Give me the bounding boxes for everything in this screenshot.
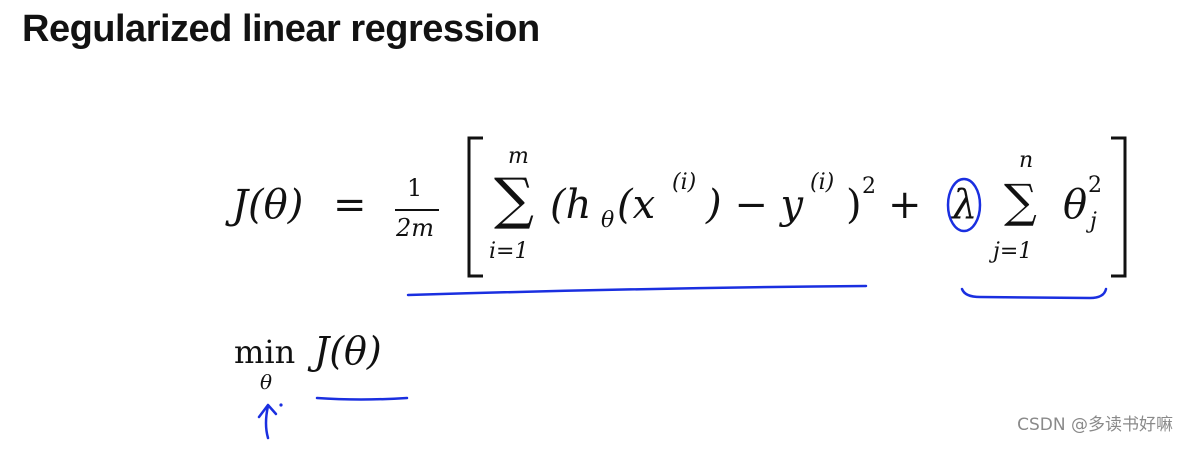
minus-y: ) − y	[706, 182, 804, 228]
left-square-bracket	[467, 136, 483, 278]
squared-exponent: 2	[862, 174, 876, 199]
theta-subscript-j: j	[1090, 209, 1097, 234]
x-open: (x	[617, 182, 656, 228]
lambda-symbol: λ	[952, 182, 978, 228]
hypothesis-subscript-theta: θ	[601, 208, 615, 233]
underline-regularization-term	[960, 287, 1108, 300]
arrow-up-icon	[257, 403, 278, 419]
sum2-lower-limit: j=1	[993, 239, 1033, 264]
sum1-symbol: ∑	[494, 167, 534, 232]
sum1-lower-limit: i=1	[489, 239, 529, 264]
fraction-denominator: 2m	[396, 214, 435, 242]
lhs-j-theta: J(θ)	[232, 182, 304, 228]
ink-dot	[279, 403, 283, 407]
right-square-bracket	[1111, 136, 1127, 278]
sum1-upper-limit: m	[508, 144, 529, 169]
sum2-upper-limit: n	[1019, 148, 1034, 173]
underline-error-term	[406, 284, 868, 297]
fraction-numerator: 1	[407, 174, 423, 202]
equals-sign: =	[333, 182, 367, 228]
squared-close: )	[846, 182, 862, 228]
sum2-symbol: ∑	[1004, 174, 1037, 228]
x-superscript-i: (i)	[672, 170, 697, 195]
min-operator: min	[234, 333, 296, 371]
y-superscript-i: (i)	[810, 170, 835, 195]
min-subscript-theta: θ	[260, 370, 273, 394]
slide-title: Regularized linear regression	[22, 8, 540, 50]
csdn-watermark: CSDN @多读书好嘛	[1017, 415, 1173, 435]
theta-j: θ	[1063, 182, 1088, 228]
arrow-shaft	[264, 404, 270, 440]
underline-objective	[315, 396, 409, 401]
hypothesis-open: (h	[550, 182, 592, 228]
fraction-bar	[395, 209, 439, 211]
theta-exponent: 2	[1088, 173, 1102, 198]
plus-sign: +	[888, 182, 922, 228]
objective-j-theta: J(θ)	[314, 329, 382, 373]
